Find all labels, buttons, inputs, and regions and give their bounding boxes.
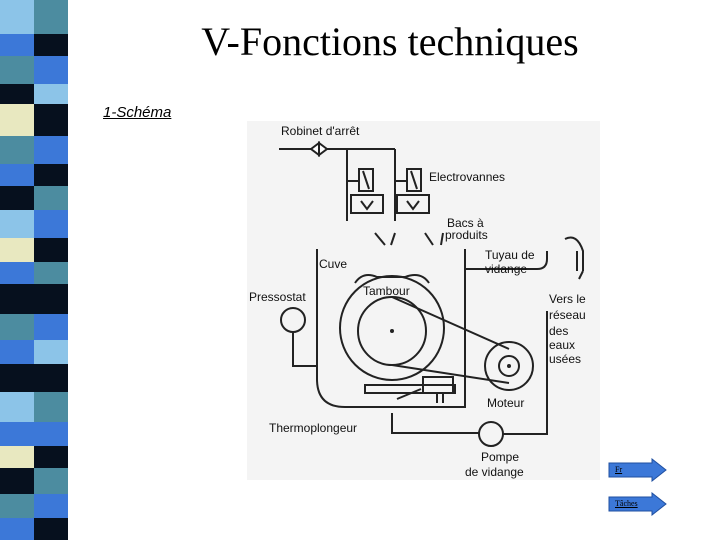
decorative-side-strip	[0, 0, 68, 540]
arrow-right-icon	[608, 492, 667, 516]
label-tambour: Tambour	[363, 284, 410, 298]
label-cuve: Cuve	[319, 257, 347, 271]
label-moteur: Moteur	[487, 396, 524, 410]
label-bacs: Bacs à	[447, 216, 484, 230]
section-subtitle[interactable]: 1-Schéma	[103, 104, 172, 121]
nav-next-button[interactable]: Fr	[608, 458, 668, 482]
label-pompe-2: de vidange	[465, 465, 524, 479]
label-tuyau-1: Tuyau de	[485, 248, 535, 262]
arrow-right-icon	[608, 458, 667, 482]
label-pressostat: Pressostat	[249, 290, 306, 304]
label-tuyau-2: vidange	[485, 262, 527, 276]
slide-title: V-Fonctions techniques	[201, 19, 579, 64]
nav-taches-label: Tâches	[615, 499, 638, 508]
label-pompe-1: Pompe	[481, 450, 519, 464]
label-vers-5: usées	[549, 352, 581, 366]
label-electrovannes: Electrovannes	[429, 170, 505, 184]
nav-taches-button[interactable]: Tâches	[608, 492, 668, 516]
label-vers-1: Vers le	[549, 292, 586, 306]
label-thermoplongeur: Thermoplongeur	[269, 421, 357, 435]
label-produits: produits	[445, 228, 488, 242]
washing-machine-schematic: Robinet d'arrêt Electrovannes Bacs à pro…	[247, 121, 600, 480]
label-robinet: Robinet d'arrêt	[281, 124, 360, 138]
label-vers-4: eaux	[549, 338, 575, 352]
label-vers-2: réseau	[549, 308, 586, 322]
label-vers-3: des	[549, 324, 568, 338]
nav-next-label: Fr	[615, 465, 623, 474]
